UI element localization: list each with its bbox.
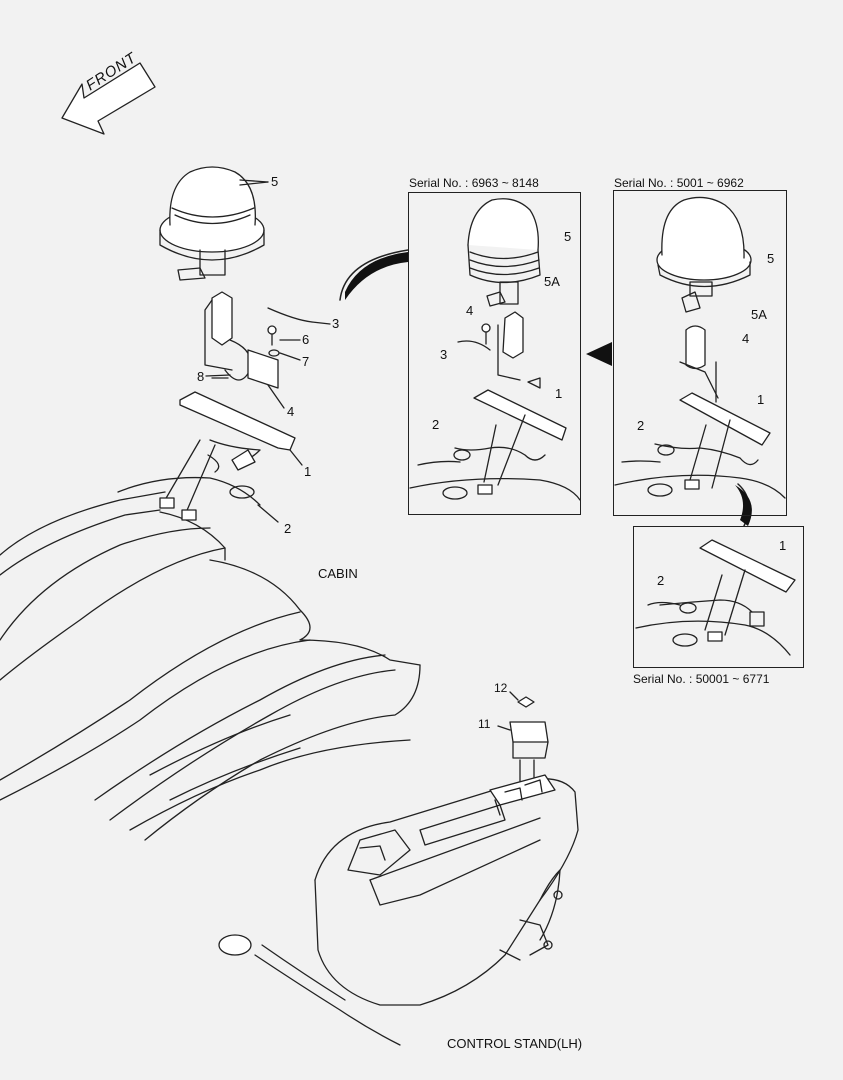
switch-parts	[497, 691, 549, 793]
panel-serial-a	[408, 192, 581, 515]
link-arrow-a	[339, 249, 409, 301]
link-arrow-b	[586, 342, 612, 366]
callout-main-8: 8	[197, 369, 205, 384]
callout-main-6: 6	[302, 332, 310, 347]
callout-main-2: 2	[284, 521, 292, 536]
panel-b-drawing	[614, 196, 786, 499]
control-stand-caption: CONTROL STAND(LH)	[447, 1036, 583, 1051]
callout-a-5a: 5A	[544, 274, 560, 289]
callout-a-3: 3	[440, 347, 448, 362]
callout-b-4: 4	[742, 331, 750, 346]
panel-serial-b	[613, 190, 787, 516]
serial-label-c: Serial No. : 50001 ~ 6771	[633, 672, 770, 686]
callout-a-4: 4	[466, 303, 474, 318]
panel-a-drawing	[409, 198, 581, 501]
callout-a-5: 5	[564, 229, 572, 244]
callout-main-12: 12	[494, 681, 508, 695]
serial-label-a: Serial No. : 6963 ~ 8148	[409, 176, 539, 190]
callout-main-5: 5	[271, 174, 279, 189]
cabin-caption: CABIN	[318, 566, 358, 581]
panel-serial-c	[633, 526, 804, 668]
callout-c-2: 2	[657, 573, 665, 588]
beacon-light-main	[159, 166, 269, 281]
callout-a-2: 2	[432, 417, 440, 432]
callout-b-1: 1	[757, 392, 765, 407]
front-arrow-icon	[61, 62, 156, 135]
callout-main-1: 1	[304, 464, 312, 479]
control-stand	[218, 774, 579, 1046]
callout-main-11: 11	[478, 717, 491, 731]
callout-main-7: 7	[302, 354, 310, 369]
callout-c-1: 1	[779, 538, 787, 553]
callout-b-5: 5	[767, 251, 775, 266]
callout-main-4: 4	[287, 404, 295, 419]
callout-b-2: 2	[637, 418, 645, 433]
callout-b-5a: 5A	[751, 307, 767, 322]
panel-c-drawing	[635, 539, 796, 656]
callout-main-3: 3	[332, 316, 340, 331]
mount-assembly-main	[117, 291, 331, 523]
cabin-roof	[0, 491, 421, 841]
serial-label-b: Serial No. : 5001 ~ 6962	[614, 176, 744, 190]
callout-a-1: 1	[555, 386, 563, 401]
